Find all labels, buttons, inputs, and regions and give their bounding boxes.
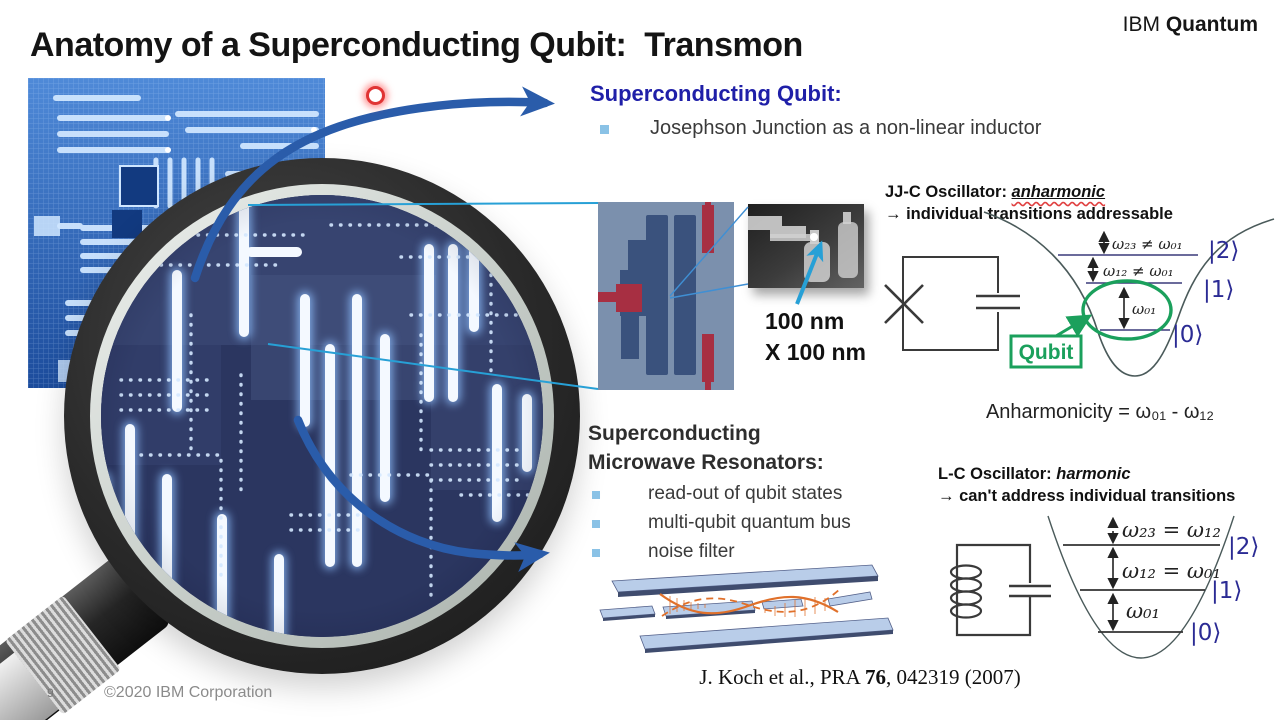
citation: J. Koch et al., PRA 76, 042319 (2007) xyxy=(640,665,1080,690)
bullet-square-icon xyxy=(592,491,600,499)
jjc-potential-well xyxy=(983,211,1275,377)
jjc-ket-2: |2⟩ xyxy=(1208,238,1239,264)
citation-volume: 76 xyxy=(864,665,886,689)
lc-ket-0: |0⟩ xyxy=(1190,620,1221,646)
bullet-square-icon xyxy=(592,520,600,528)
lc-ket-2: |2⟩ xyxy=(1228,534,1259,560)
sem-junction-electrodes xyxy=(748,212,858,282)
resonator-illustration xyxy=(599,564,894,653)
bullet-square-icon xyxy=(600,125,609,134)
junction-size-label: 100 nm X 100 nm xyxy=(765,306,866,368)
resonator-section-heading: Superconducting Microwave Resonators: xyxy=(588,419,824,477)
jjc-heading-subtitle: → individual transitions addressable xyxy=(885,205,1173,223)
ibm-logo-text: IBM xyxy=(1122,13,1166,36)
jjc-gap-label-23: ω₂₃ ≠ ω₀₁ xyxy=(1112,235,1183,253)
anharmonicity-formula: Anharmonicity = ω₀₁ - ω₁₂ xyxy=(985,401,1215,423)
resonator-strips xyxy=(599,564,894,653)
junction-size-line2: X 100 nm xyxy=(765,339,866,365)
jjc-heading-prefix: JJ-C Oscillator: xyxy=(885,183,1012,201)
lc-gap-label-01: ω₀₁ xyxy=(1126,599,1160,623)
lens-vignette xyxy=(101,195,543,637)
lc-heading-harmonic: harmonic xyxy=(1056,465,1131,483)
copyright-notice: ©2020 IBM Corporation xyxy=(104,684,273,701)
citation-prefix: J. Koch et al., PRA xyxy=(699,665,865,689)
qubit-box-label: Qubit xyxy=(1019,341,1074,364)
jjc-circuit xyxy=(884,256,1020,351)
jjc-ket-1: |1⟩ xyxy=(1203,277,1234,303)
lc-circuit xyxy=(949,543,1051,637)
slide-title: Anatomy of a Superconducting Qubit: Tran… xyxy=(30,26,803,64)
slide-number: 9 xyxy=(47,686,54,700)
jjc-oscillator-diagram: ω₂₃ ≠ ω₀₁ ω₁₂ ≠ ω₀₁ ω₀₁ |2⟩ |1⟩ |0⟩ Qubi… xyxy=(884,211,1275,377)
sem-junction-image xyxy=(748,204,864,288)
lc-heading-prefix: L-C Oscillator: xyxy=(938,465,1057,483)
jjc-ket-0: |0⟩ xyxy=(1172,322,1203,348)
transmon-schematic-image xyxy=(598,202,734,390)
lc-oscillator-diagram: ω₂₃ = ω₁₂ ω₁₂ = ω₀₁ ω₀₁ |2⟩ |1⟩ |0⟩ xyxy=(949,515,1259,659)
quantum-logo-text: Quantum xyxy=(1165,13,1258,36)
magnifier xyxy=(64,158,580,674)
lc-potential-well xyxy=(1047,515,1235,659)
laser-pointer-dot-icon xyxy=(366,86,385,105)
resonator-heading-line1: Superconducting xyxy=(588,422,761,445)
lc-ket-1: |1⟩ xyxy=(1211,578,1242,604)
jjc-gap-label-01: ω₀₁ xyxy=(1132,300,1156,318)
resonator-heading-line2: Microwave Resonators: xyxy=(588,451,824,474)
resonator-bullet-3: noise filter xyxy=(648,541,735,562)
jjc-heading-anharmonic: anharmonic xyxy=(1011,183,1106,201)
qubit-callout: Qubit xyxy=(1009,314,1093,369)
resonator-bullet-2: multi-qubit quantum bus xyxy=(648,512,851,533)
qubit-section-heading: Superconducting Qubit: xyxy=(590,81,842,106)
resonator-standing-wave xyxy=(659,588,841,617)
lc-heading-subtitle: → can't address individual transitions xyxy=(938,487,1236,505)
junction-size-line1: 100 nm xyxy=(765,308,845,334)
lc-oscillator-heading: L-C Oscillator: harmonic → can't address… xyxy=(938,463,1235,507)
qubit-section-bullet: Josephson Junction as a non-linear induc… xyxy=(650,117,1042,139)
lc-gap-label-23: ω₂₃ = ω₁₂ xyxy=(1122,518,1221,542)
citation-suffix: , 042319 (2007) xyxy=(885,665,1021,689)
bullet-square-icon xyxy=(592,549,600,557)
jjc-gap-label-12: ω₁₂ ≠ ω₀₁ xyxy=(1103,262,1174,280)
jjc-oscillator-heading: JJ-C Oscillator: anharmonic → individual… xyxy=(885,181,1173,225)
magnifier-inner-ring xyxy=(90,184,554,648)
lc-gap-label-12: ω₁₂ = ω₀₁ xyxy=(1122,559,1221,583)
ibm-quantum-logo: IBM Quantum xyxy=(1123,13,1258,37)
resonator-bullet-1: read-out of qubit states xyxy=(648,483,843,504)
magnifier-glass xyxy=(101,195,543,637)
